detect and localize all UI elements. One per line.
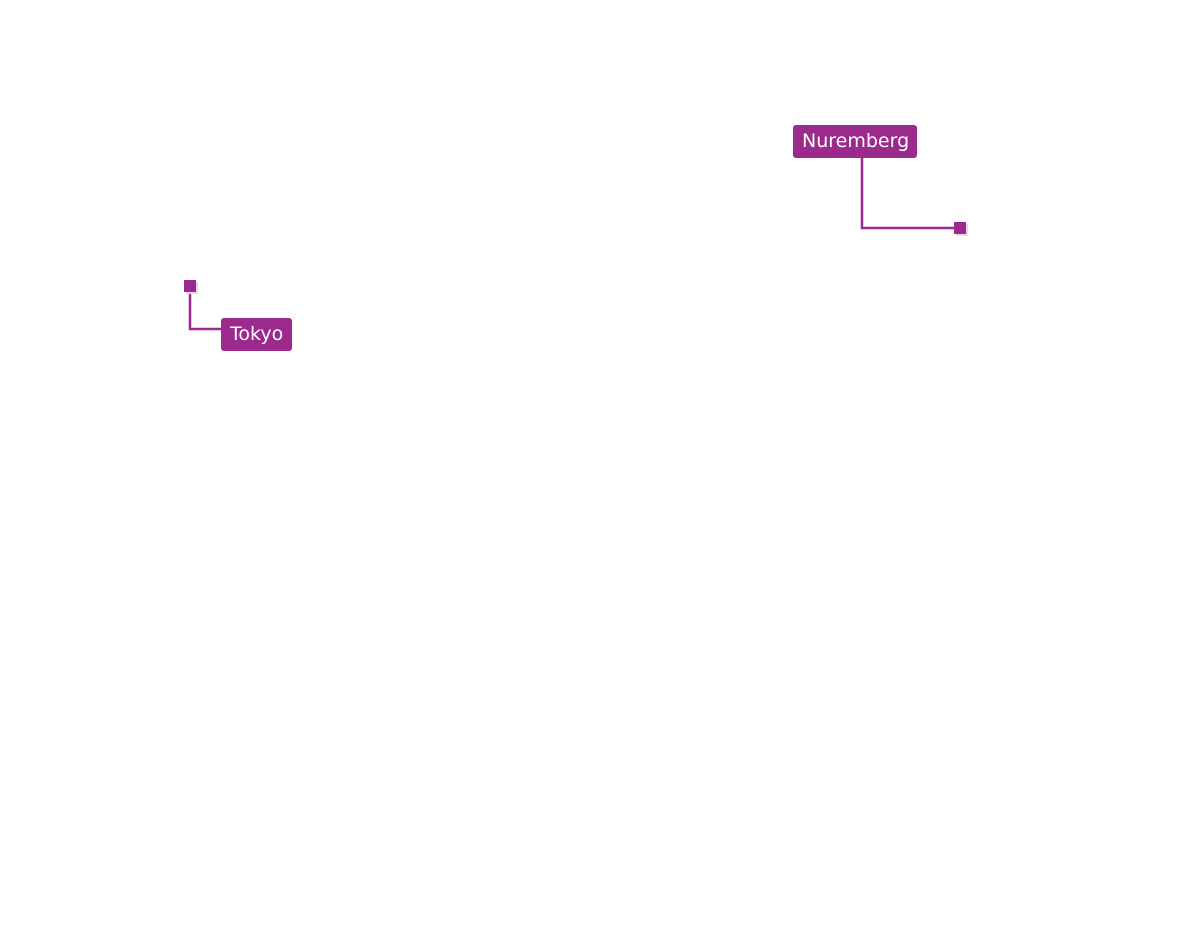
city-label-nuremberg[interactable]: Nuremberg (793, 125, 917, 158)
callout-line-tokyo (188, 292, 221, 331)
callout-line-nuremberg (860, 157, 954, 230)
tokyo-square-marker-icon[interactable] (184, 280, 196, 292)
city-label-tokyo[interactable]: Tokyo (221, 318, 292, 351)
nuremberg-square-marker-icon[interactable] (954, 222, 966, 234)
